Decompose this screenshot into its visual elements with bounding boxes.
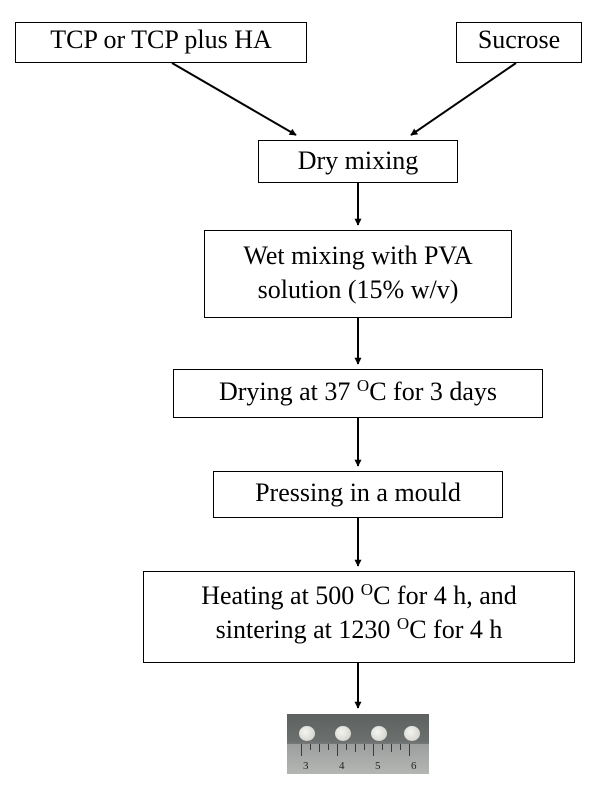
ruler: 3 4 5 6 [287,744,429,774]
arrow-input-b-to-dry-mixing [410,62,517,136]
step-pressing-label: Pressing in a mould [255,478,461,507]
ruler-tick [382,744,383,750]
step-heating-line1: Heating at 500 OC for 4 h, and [144,579,574,613]
degree-mark: O [396,614,410,633]
ruler-tick [364,744,365,750]
drying-text-post: C for 3 days [369,377,498,406]
input-tcp-box: TCP or TCP plus HA [15,22,307,63]
ruler-number: 5 [375,760,381,772]
heating-text-post: C for 4 h, and [373,581,517,610]
step-wet-mixing-line1: Wet mixing with PVA [243,241,473,270]
step-wet-mixing-box: Wet mixing with PVA solution (15% w/v) [204,230,512,318]
step-heating-sintering-box: Heating at 500 OC for 4 h, and sintering… [143,571,575,663]
sample-disc [299,726,315,741]
ruler-tick [310,744,311,750]
step-dry-mixing-label: Dry mixing [297,146,419,175]
step-pressing-box: Pressing in a mould [213,471,503,518]
ruler-number: 3 [303,760,309,772]
scaffold-samples-photo: 3 4 5 6 [287,714,429,774]
ruler-tick [346,744,347,750]
step-drying-label: Drying at 37 OC for 3 days [174,370,542,414]
degree-mark: O [360,580,374,599]
arrow-input-a-to-dry-mixing [171,62,297,136]
ruler-tick [337,744,338,756]
input-sucrose-label: Sucrose [477,25,561,54]
step-drying-box: Drying at 37 OC for 3 days [173,369,543,418]
ruler-tick [373,744,374,756]
ruler-tick [400,744,401,750]
drying-text-pre: Drying at 37 [218,377,357,406]
step-wet-mixing-line2: solution (15% w/v) [257,275,459,304]
step-sintering-line2: sintering at 1230 OC for 4 h [144,613,574,647]
input-sucrose-box: Sucrose [456,22,582,63]
ruler-tick [355,744,356,752]
sintering-text-pre: sintering at 1230 [215,615,397,644]
sample-disc [371,726,387,741]
step-dry-mixing-box: Dry mixing [258,140,458,183]
sintering-text-post: C for 4 h [409,615,503,644]
sample-disc [335,726,351,741]
ruler-tick [328,744,329,750]
ruler-tick [409,744,410,756]
degree-mark: O [356,376,370,395]
sample-disc [404,726,420,741]
ruler-number: 6 [411,760,417,772]
ruler-tick [319,744,320,752]
ruler-number: 4 [339,760,345,772]
input-tcp-label: TCP or TCP plus HA [50,25,272,54]
heating-text-pre: Heating at 500 [201,581,361,610]
ruler-tick [391,744,392,752]
ruler-tick [301,744,302,756]
